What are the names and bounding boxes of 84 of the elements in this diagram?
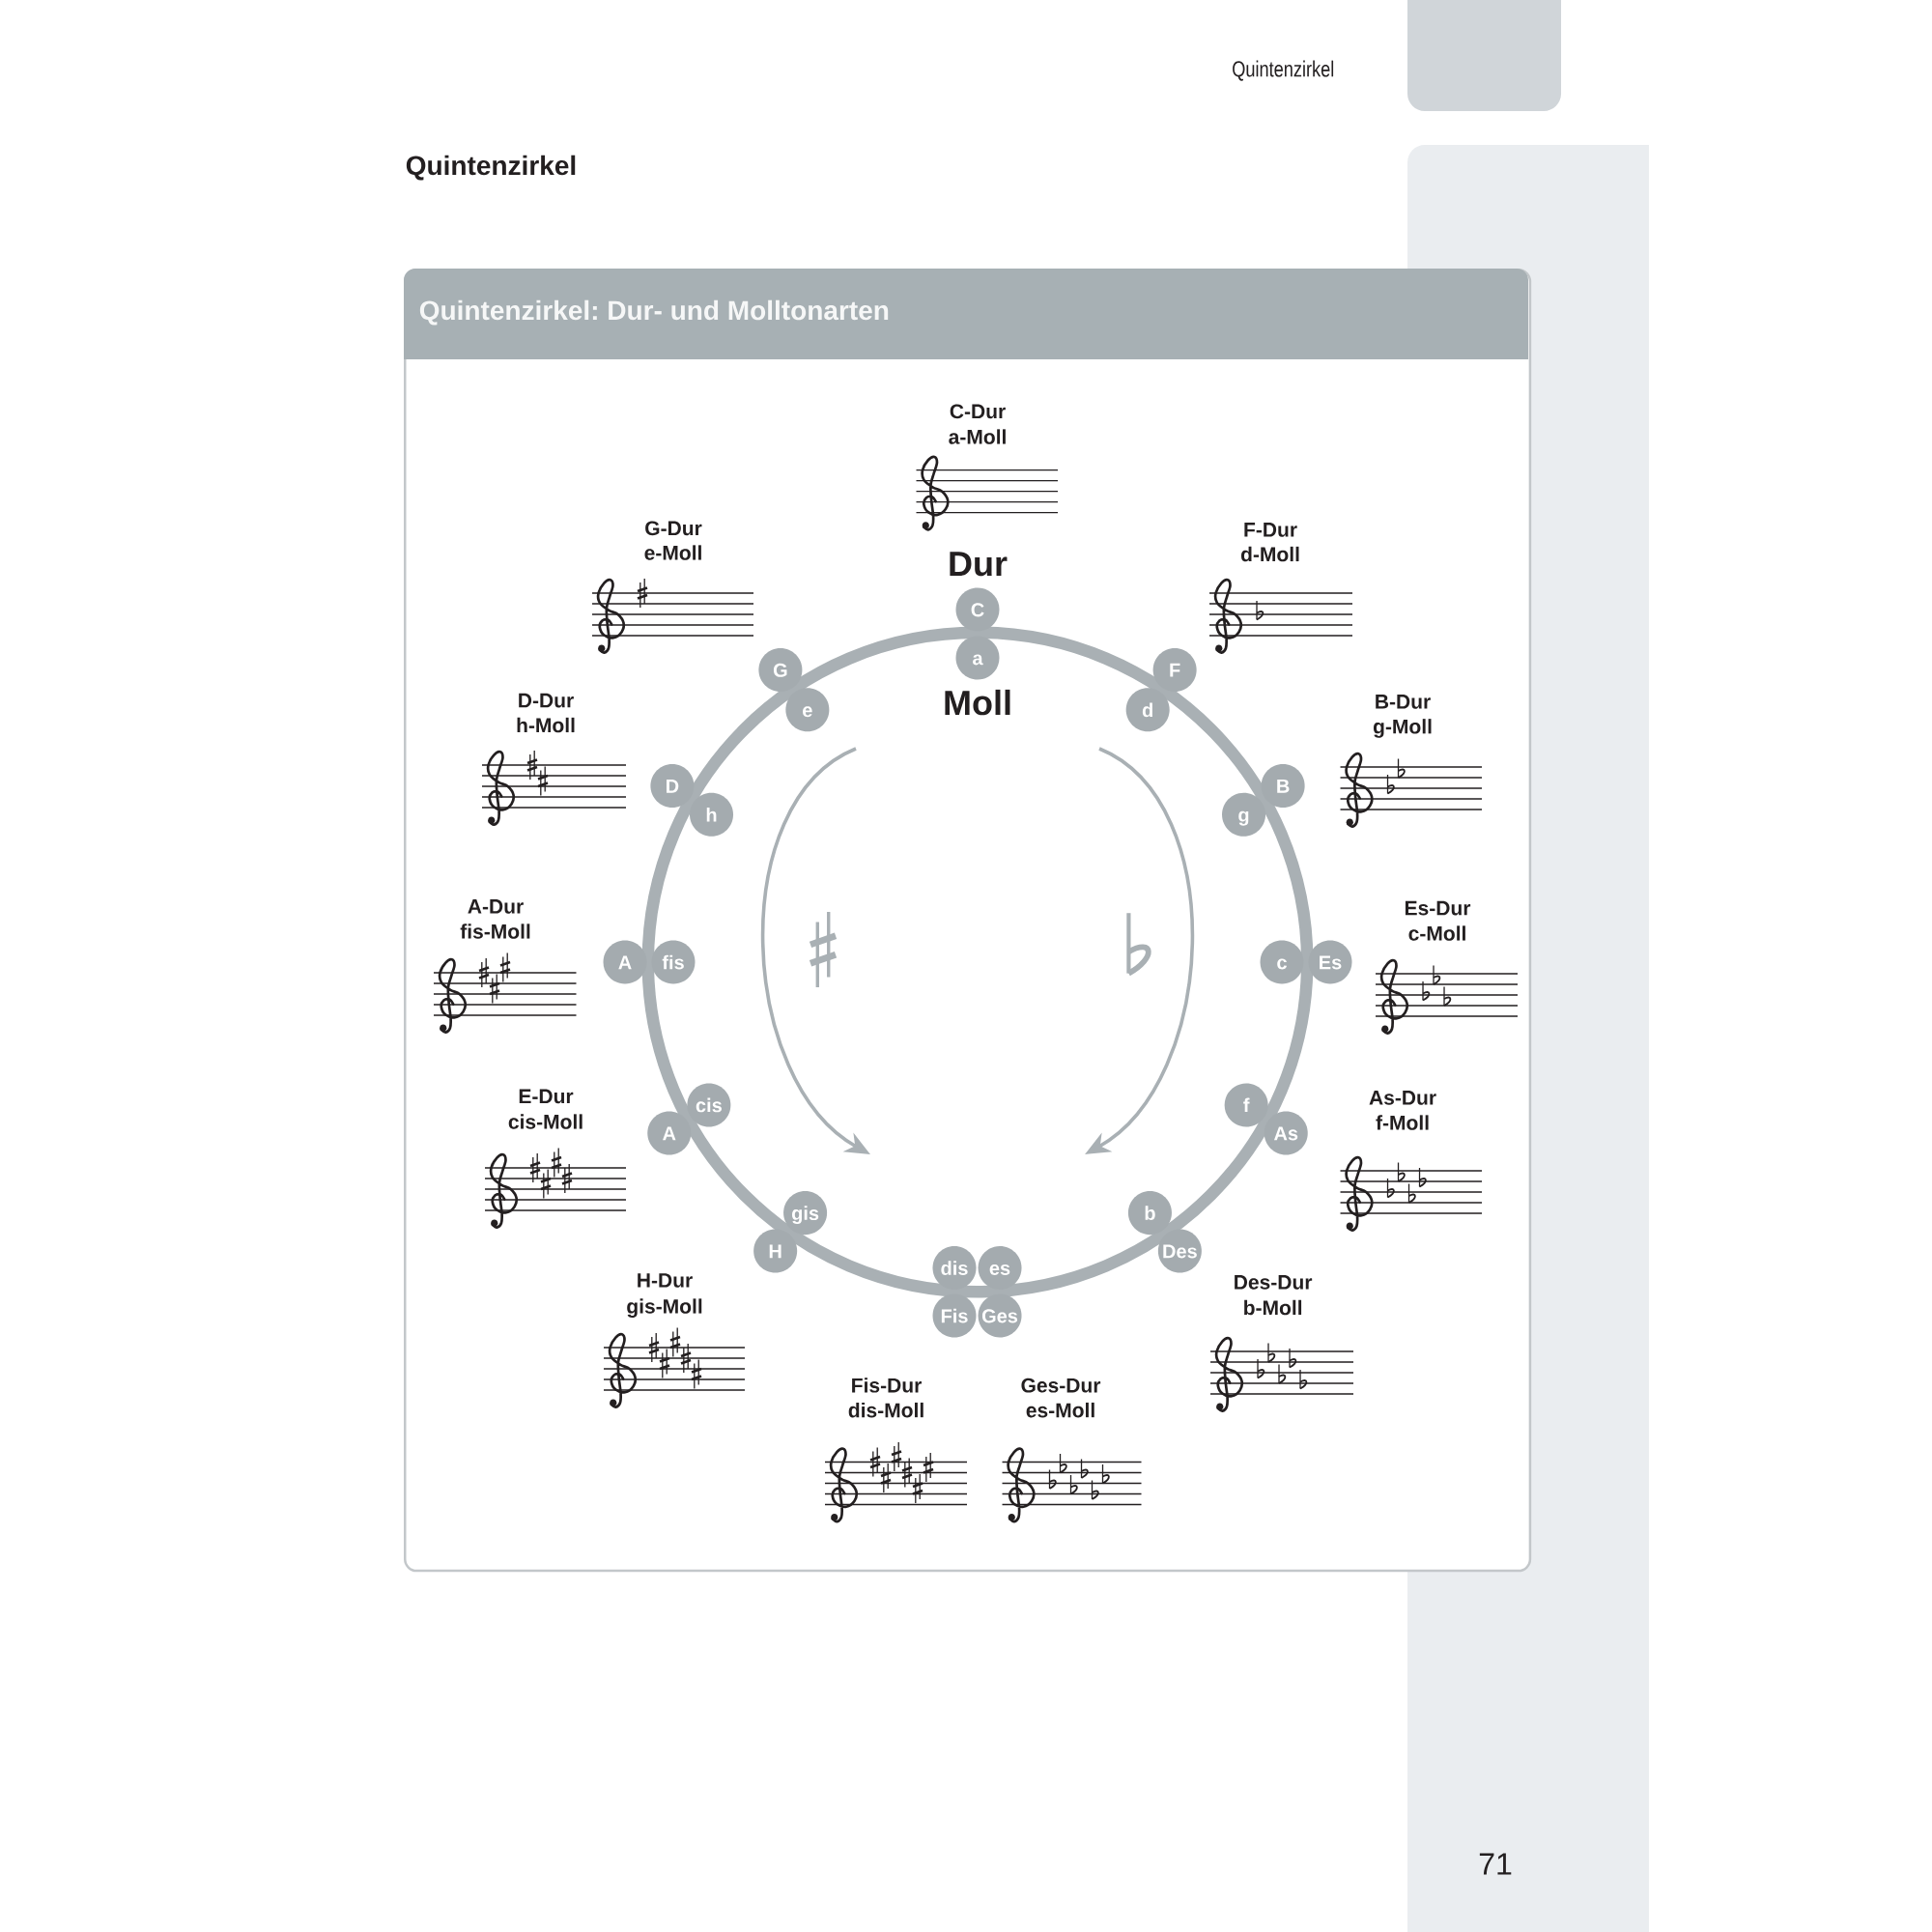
page-title: Quintenzirkel bbox=[406, 155, 576, 181]
key-badge: H bbox=[753, 1229, 798, 1273]
key-badge: c bbox=[1260, 940, 1304, 984]
key-badge: dis bbox=[932, 1246, 977, 1291]
key-badge: G bbox=[758, 647, 803, 692]
key-name: E-Dur bbox=[519, 1089, 574, 1104]
key-badge: cis bbox=[687, 1083, 731, 1127]
page-number: 71 bbox=[1479, 1853, 1512, 1875]
key-name: F-Dur bbox=[1244, 523, 1297, 537]
key-badge: es bbox=[978, 1246, 1022, 1291]
key-name: H-Dur bbox=[638, 1273, 693, 1288]
key-badge: C bbox=[955, 587, 1000, 632]
key-badge: a bbox=[955, 636, 1000, 680]
key-badge: Es bbox=[1308, 940, 1352, 984]
node-label: e bbox=[803, 706, 812, 718]
key-name: cis-Moll bbox=[508, 1114, 582, 1129]
key-badge: g bbox=[1222, 792, 1266, 837]
node-label: f bbox=[1243, 1097, 1250, 1113]
node-label: Ges bbox=[981, 1309, 1018, 1323]
key-name: G-Dur bbox=[645, 521, 702, 536]
key-badge: Fis bbox=[932, 1293, 977, 1338]
key-name: c-Moll bbox=[1408, 925, 1465, 941]
key-name: f-Moll bbox=[1376, 1115, 1429, 1130]
key-name: Fis-Dur bbox=[852, 1378, 922, 1393]
key-badge: h bbox=[690, 792, 733, 837]
node-label: gis bbox=[791, 1206, 819, 1225]
node-label: G bbox=[773, 663, 787, 677]
key-name: gis-Moll bbox=[627, 1298, 702, 1319]
node-label: b bbox=[1145, 1206, 1155, 1221]
node-label: h bbox=[706, 807, 717, 822]
node-label: C bbox=[971, 603, 984, 617]
node-label: D bbox=[667, 779, 679, 793]
key-badge: d bbox=[1125, 688, 1170, 732]
key-name: Es-Dur bbox=[1405, 900, 1471, 916]
key-name: es-Moll bbox=[1026, 1402, 1094, 1418]
node-label: H bbox=[769, 1244, 781, 1259]
node-label: Fis bbox=[941, 1308, 968, 1323]
node-label: As bbox=[1273, 1126, 1298, 1141]
key-badge: As bbox=[1264, 1111, 1308, 1155]
ring-label: Dur bbox=[950, 552, 1008, 577]
key-badge: Ges bbox=[978, 1293, 1022, 1338]
node-label: F bbox=[1170, 663, 1180, 677]
key-badge: e bbox=[785, 688, 830, 732]
node-label: Des bbox=[1163, 1244, 1197, 1259]
key-badge: f bbox=[1224, 1083, 1268, 1127]
node-label: cis bbox=[696, 1097, 722, 1113]
key-badge: B bbox=[1261, 764, 1305, 808]
key-name: B-Dur bbox=[1376, 695, 1431, 709]
running-header: Quintenzirkel bbox=[1233, 60, 1334, 81]
key-badge: fis bbox=[651, 940, 696, 984]
node-label: a bbox=[973, 654, 983, 666]
node-label: B bbox=[1277, 779, 1290, 793]
key-name: C-Dur bbox=[950, 404, 1006, 419]
node-label: g bbox=[1238, 810, 1249, 826]
key-name: h-Moll bbox=[517, 717, 575, 733]
key-badge: gis bbox=[783, 1191, 828, 1236]
key-name: D-Dur bbox=[519, 693, 574, 708]
key-badge: F bbox=[1152, 647, 1197, 692]
key-name: As-Dur bbox=[1369, 1091, 1436, 1105]
key-badge: A bbox=[603, 940, 647, 984]
key-name: d-Moll bbox=[1241, 546, 1299, 562]
key-name: dis-Moll bbox=[848, 1402, 923, 1418]
node-label: A bbox=[618, 955, 632, 970]
key-name: Ges-Dur bbox=[1021, 1378, 1101, 1393]
key-badge: D bbox=[650, 764, 695, 808]
node-label: dis bbox=[941, 1261, 968, 1275]
panel-header: Quintenzirkel: Dur- und Molltonarten bbox=[404, 269, 1528, 359]
node-label: d bbox=[1142, 702, 1152, 718]
node-label: c bbox=[1277, 958, 1287, 970]
ring-label: Moll bbox=[945, 689, 1010, 716]
key-name: Des-Dur bbox=[1235, 1275, 1313, 1290]
key-name: g-Moll bbox=[1374, 719, 1432, 738]
key-badge: A bbox=[647, 1111, 692, 1155]
node-label: A bbox=[663, 1126, 676, 1141]
node-label: fis bbox=[662, 954, 684, 970]
key-badge: Des bbox=[1157, 1229, 1202, 1273]
node-label: es bbox=[989, 1264, 1010, 1275]
key-name: fis-Moll bbox=[460, 923, 530, 939]
key-name: e-Moll bbox=[644, 545, 701, 560]
key-badge: b bbox=[1127, 1191, 1172, 1236]
key-name: b-Moll bbox=[1244, 1299, 1302, 1316]
key-name: A-Dur bbox=[468, 899, 524, 914]
key-name: a-Moll bbox=[949, 429, 1006, 444]
node-label: Es bbox=[1320, 955, 1342, 970]
